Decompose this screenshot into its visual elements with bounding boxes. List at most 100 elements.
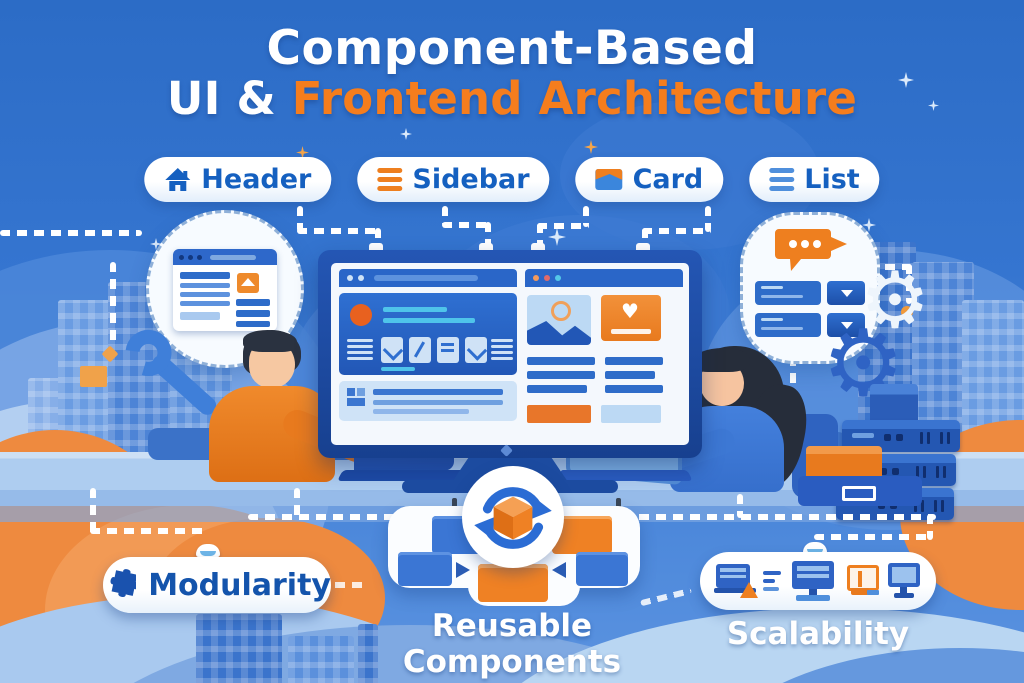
list-component-bubble bbox=[740, 212, 880, 364]
mini-image-icon bbox=[237, 273, 259, 293]
connector-node bbox=[196, 544, 220, 557]
hero-card bbox=[339, 293, 517, 375]
list-lines-icon bbox=[769, 168, 795, 191]
laptop-icon bbox=[714, 564, 758, 598]
cta-orange bbox=[527, 405, 591, 423]
card-icon bbox=[595, 169, 623, 190]
connector-dash bbox=[640, 587, 692, 607]
heart-icon: ♥ bbox=[621, 299, 639, 323]
pill-header: Header bbox=[144, 157, 332, 202]
house-shape bbox=[288, 636, 354, 683]
connector-dash bbox=[110, 262, 116, 346]
grid-icon bbox=[347, 388, 365, 406]
monitor-chin-diamond bbox=[500, 444, 513, 457]
screen-left-panel bbox=[339, 269, 517, 439]
pill-sidebar: Sidebar bbox=[357, 157, 550, 202]
monitor-tab bbox=[531, 243, 545, 254]
building-window-orange bbox=[80, 366, 107, 387]
blue-display-icon bbox=[886, 563, 922, 599]
mini-browser-icon bbox=[173, 249, 277, 331]
developer-man bbox=[185, 330, 400, 482]
connector-dash bbox=[906, 264, 912, 304]
checkbox-tile bbox=[437, 337, 459, 363]
connector-dash bbox=[318, 582, 366, 588]
connector-dash bbox=[537, 223, 589, 229]
avatar-dot bbox=[350, 304, 372, 326]
reusable-label: Reusable Components bbox=[402, 608, 622, 680]
input-row bbox=[755, 281, 865, 305]
connector-dash bbox=[0, 230, 142, 236]
man-hair-front bbox=[243, 330, 297, 352]
connector-dash bbox=[442, 222, 491, 228]
content-card bbox=[339, 381, 517, 421]
scalability-label: Scalability bbox=[726, 616, 910, 652]
component-block-orange bbox=[478, 564, 548, 602]
house-shape bbox=[196, 614, 282, 683]
scalability-pill bbox=[700, 552, 936, 610]
house-icon bbox=[165, 167, 191, 191]
browser-component-bubble bbox=[146, 210, 304, 368]
connector-dash bbox=[485, 222, 491, 256]
dropdown-icon bbox=[827, 281, 865, 305]
checkbox-tile bbox=[465, 337, 488, 363]
connector-dash bbox=[737, 494, 743, 518]
connector-dash bbox=[642, 228, 711, 234]
pill-card: Card bbox=[575, 157, 724, 202]
arrow-left-icon bbox=[552, 562, 566, 578]
checkbox-tile bbox=[409, 337, 431, 363]
connector-dash bbox=[537, 223, 543, 256]
component-block-blue bbox=[576, 552, 628, 586]
monitor-icon bbox=[790, 561, 836, 601]
connector-dash bbox=[90, 488, 96, 534]
connector-dash bbox=[294, 488, 300, 520]
monitor-tab bbox=[636, 243, 650, 254]
recycle-cube-icon bbox=[462, 466, 564, 568]
chat-bubble-icon bbox=[775, 229, 847, 271]
monitor: ♥ bbox=[318, 250, 702, 458]
connector-dash bbox=[375, 228, 381, 256]
blue-box bbox=[798, 476, 922, 506]
connector-dash bbox=[442, 206, 448, 226]
pill-label: Header bbox=[201, 164, 312, 195]
puzzle-icon bbox=[110, 569, 137, 597]
image-card bbox=[527, 295, 591, 345]
pill-list: List bbox=[749, 157, 880, 202]
component-block-blue bbox=[398, 552, 452, 586]
title-line-2-highlight: Frontend Architecture bbox=[291, 71, 858, 125]
connector-node bbox=[803, 542, 827, 555]
connector-dash bbox=[642, 228, 648, 256]
pill-label: List bbox=[804, 164, 860, 195]
connector-dash bbox=[90, 528, 208, 534]
arrow-right-icon bbox=[456, 562, 470, 578]
connector-dash bbox=[705, 206, 711, 232]
component-pill-row: Header Sidebar Card List bbox=[144, 157, 880, 202]
sparkle-icon bbox=[928, 100, 939, 111]
modularity-pill: Modularity bbox=[103, 557, 331, 613]
connector-dash bbox=[297, 206, 303, 232]
title-line-2-prefix: UI & bbox=[166, 71, 276, 125]
monitor-tab bbox=[369, 243, 383, 254]
house-shape bbox=[358, 624, 378, 683]
pill-label: Sidebar bbox=[412, 164, 530, 195]
connector-dash bbox=[297, 228, 381, 234]
sparkle-icon bbox=[400, 128, 412, 140]
connector-dash bbox=[927, 514, 933, 540]
poster-title: Component-Based UI & Frontend Architectu… bbox=[0, 21, 1024, 125]
modularity-label: Modularity bbox=[148, 567, 331, 603]
title-line-1: Component-Based bbox=[266, 21, 758, 76]
connector-dash bbox=[868, 264, 912, 270]
connector-dash bbox=[790, 356, 796, 406]
dropdown-icon bbox=[827, 313, 865, 337]
gear-icon: ⚙ bbox=[860, 256, 930, 346]
wrench-icon bbox=[125, 329, 217, 415]
connector-node bbox=[901, 306, 913, 318]
heart-card: ♥ bbox=[601, 295, 661, 341]
connector-dash bbox=[814, 534, 930, 540]
connector-dash bbox=[583, 206, 589, 227]
input-row bbox=[755, 313, 865, 337]
checkbox-tile bbox=[381, 337, 404, 363]
orange-display-icon bbox=[845, 563, 879, 599]
monitor-tab bbox=[479, 243, 493, 254]
server-cube bbox=[870, 384, 918, 424]
